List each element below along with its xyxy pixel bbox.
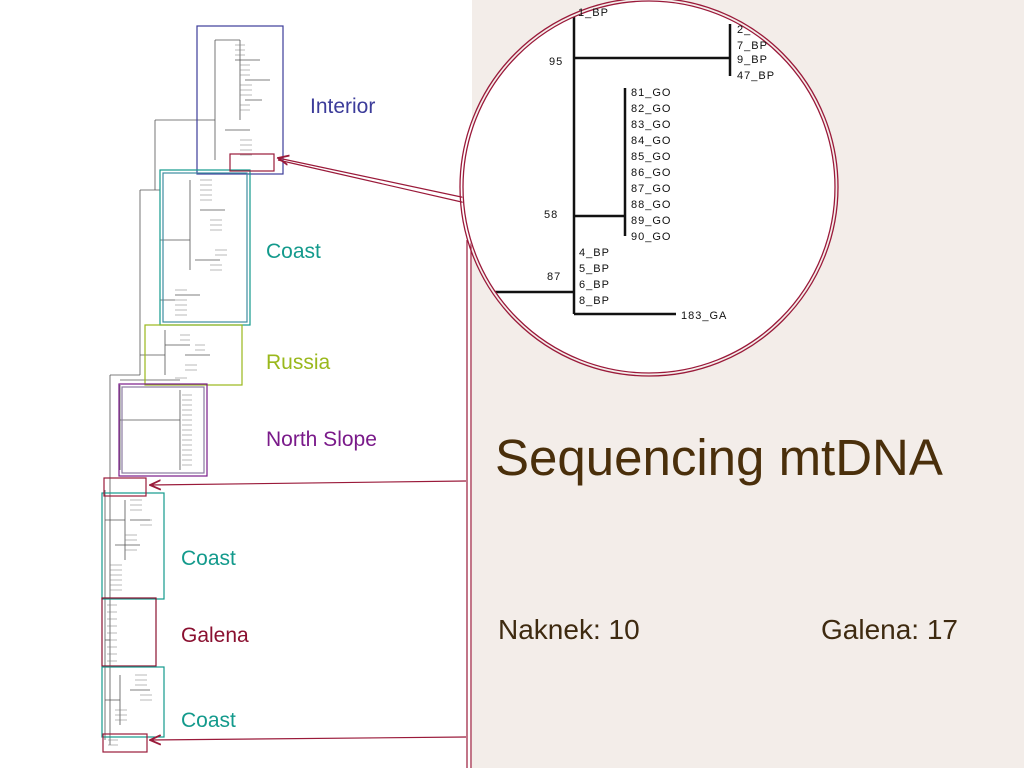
zoom-circle-fill <box>462 0 836 374</box>
highlight-box-1 <box>229 153 275 172</box>
zoom-circle-ring-inner <box>462 0 836 374</box>
north-slope-box <box>118 383 208 477</box>
region-label-russia: Russia <box>266 351 331 374</box>
region-label-coast-2: Coast <box>181 547 236 570</box>
zoom-tree <box>470 1 732 316</box>
region-label-coast-1: Coast <box>266 240 321 263</box>
highlight-box-3 <box>102 733 148 753</box>
region-label-interior: Interior <box>310 95 376 118</box>
clade-boxes <box>101 25 284 753</box>
arrow-top-second <box>277 159 467 204</box>
galena-box <box>101 597 157 667</box>
coast-box-2 <box>101 492 165 600</box>
arrow-bottom <box>150 737 467 740</box>
zoom-circle-group <box>459 0 839 377</box>
region-label-north-slope: North Slope <box>266 428 377 451</box>
divider-line <box>466 240 472 768</box>
region-label-galena: Galena <box>181 624 249 647</box>
galena-count: Galena: 17 <box>821 614 958 645</box>
slide-title: Sequencing mtDNA <box>495 429 943 486</box>
zoom-arrows <box>150 158 467 740</box>
north-slope-box-inner <box>121 386 205 474</box>
coast-box-1-inner <box>162 172 248 323</box>
highlight-box-2 <box>103 477 147 497</box>
coast-box-1 <box>159 169 251 326</box>
interior-box <box>196 25 284 175</box>
tree-leaves <box>107 44 252 746</box>
region-label-coast-3: Coast <box>181 709 236 732</box>
arrow-middle <box>150 481 467 485</box>
coast-box-3 <box>101 666 165 738</box>
arrow-top <box>278 158 467 199</box>
naknek-count: Naknek: 10 <box>498 614 640 645</box>
russia-box <box>144 324 243 386</box>
zoom-circle-ring-outer <box>459 0 839 377</box>
